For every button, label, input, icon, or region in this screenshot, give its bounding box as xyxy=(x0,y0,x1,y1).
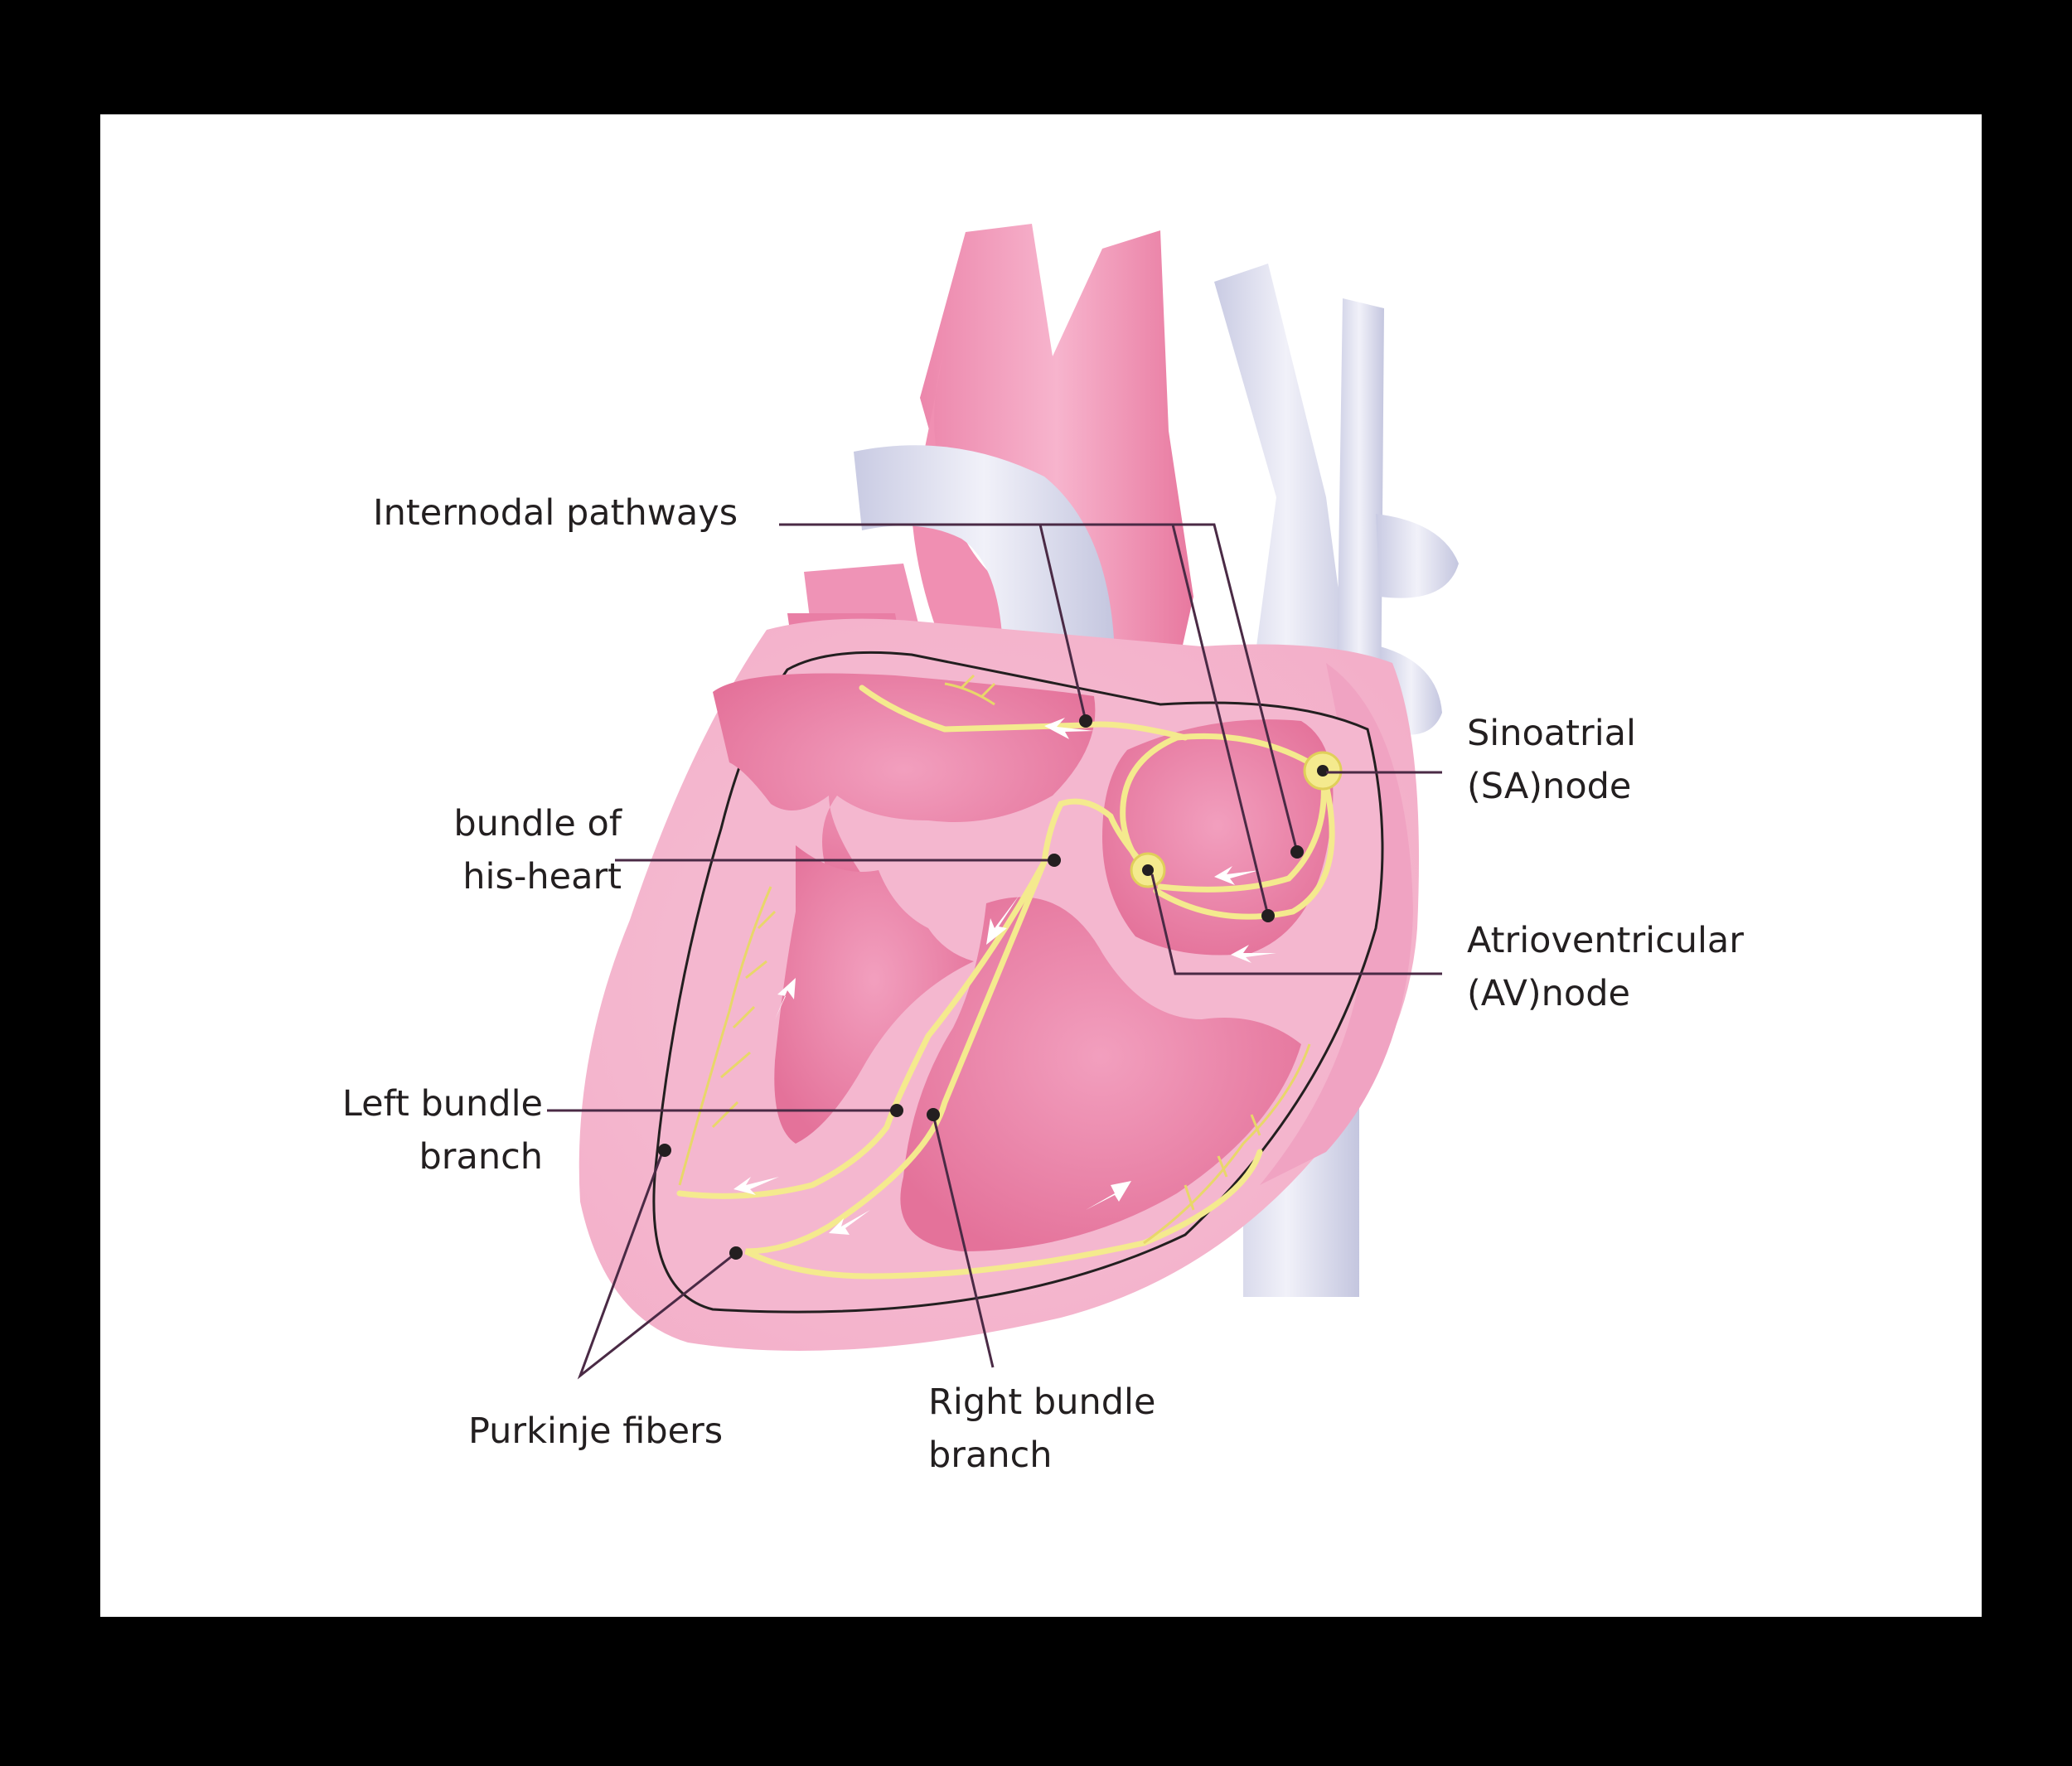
sa-node-marker xyxy=(1303,751,1343,791)
label-atrioventricular-node: Atrioventricular (AV)node xyxy=(1467,920,1744,1014)
flow-arrows xyxy=(733,718,1276,1235)
leader-lines xyxy=(547,523,1442,1380)
label-bundle-of-his: bundle of his-heart xyxy=(453,803,622,898)
conduction-system xyxy=(676,685,1335,1280)
label-internodal-pathways: Internodal pathways xyxy=(373,492,738,534)
label-purkinje-fibers: Purkinje fibers xyxy=(468,1410,724,1452)
av-node-marker xyxy=(1130,852,1166,888)
point-markers xyxy=(658,714,1304,1260)
label-sinoatrial-node: Sinoatrial (SA)node xyxy=(1467,713,1636,807)
purkinje-branches xyxy=(678,674,1311,1245)
label-right-bundle-branch: Right bundle branch xyxy=(928,1381,1156,1476)
label-left-bundle-branch: Left bundle branch xyxy=(341,1083,543,1178)
chambers xyxy=(713,673,1334,1251)
